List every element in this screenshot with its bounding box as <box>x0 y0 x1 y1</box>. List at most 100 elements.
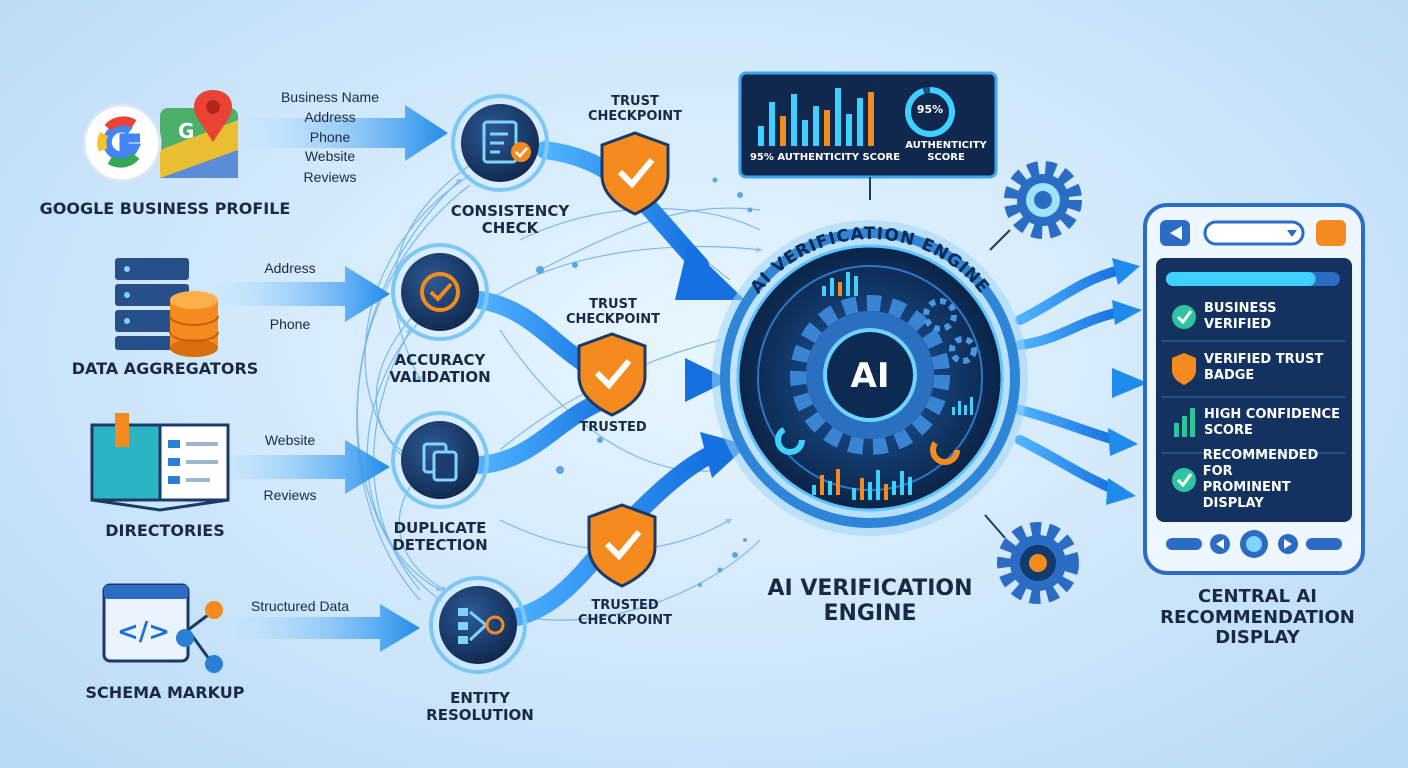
shield-check-icon <box>577 332 647 417</box>
gauge-label-line1: AUTHENTICITY <box>905 140 987 151</box>
field-website: Website <box>264 432 316 448</box>
gear-icon <box>997 522 1079 604</box>
display-item-line2: SCORE <box>1204 423 1253 438</box>
checkpoint-label: TRUST CHECKPOINT <box>570 94 700 125</box>
decor-bar <box>854 276 858 296</box>
field-reviews: Reviews <box>303 169 357 185</box>
field-website: Website <box>304 148 356 164</box>
step-label-consistency: CONSISTENCY CHECK <box>440 202 580 238</box>
display-item-line1: BUSINESS VERIFIED <box>1203 301 1277 332</box>
authenticity-score-caption: 95% AUTHENTICITY SCORE <box>749 152 901 163</box>
google-maps-icon: G <box>82 90 238 183</box>
step-node-accuracy <box>391 243 489 341</box>
display-title: CENTRAL AI RECOMMENDATION DISPLAY <box>1150 586 1365 649</box>
engine-title-line2: ENGINE <box>823 601 917 627</box>
decor-bar <box>813 106 819 146</box>
display-item-line2: BADGE <box>1204 368 1255 383</box>
server-database-icon <box>115 258 219 357</box>
decor-bar <box>868 482 872 500</box>
display-title-line3: DISPLAY <box>1215 627 1300 649</box>
decor-bar <box>802 120 808 146</box>
decor-bar <box>868 92 874 146</box>
decor-bar <box>908 477 912 495</box>
display-title-line1: CENTRAL AI <box>1197 586 1317 607</box>
decor-bar <box>857 98 863 146</box>
display-item-business-verified: BUSINESS VERIFIED <box>1170 296 1348 338</box>
step-label-line2: RESOLUTION <box>426 706 534 725</box>
decor-bar <box>791 94 797 146</box>
checkpoint-label-line1: TRUST <box>611 94 659 109</box>
field-phone: Phone <box>309 129 351 145</box>
ai-core-label: AI <box>850 356 890 396</box>
source-label-directories: DIRECTORIES <box>105 521 225 540</box>
shield-check-icon <box>600 131 670 216</box>
decor-bar <box>830 278 834 296</box>
decor-bar <box>824 110 830 146</box>
decor-bar <box>758 126 764 146</box>
source-label-schema: SCHEMA MARKUP <box>85 683 245 702</box>
decor-bar <box>852 488 856 500</box>
step-label-line1: DUPLICATE <box>393 519 487 537</box>
display-item-trust-badge: VERIFIED TRUST BADGE <box>1170 347 1348 389</box>
decor-bar <box>822 286 826 296</box>
decor-bar <box>892 481 896 495</box>
decor-bar <box>812 485 816 495</box>
step-label-line2: DETECTION <box>392 536 488 555</box>
decor-bar <box>838 282 842 296</box>
directory-book-icon <box>90 413 230 512</box>
display-item-confidence: HIGH CONFIDENCE SCORE <box>1170 402 1348 444</box>
step-node-duplicate <box>391 411 489 509</box>
step-label-line2: CHECK <box>481 219 539 238</box>
source-label-aggregators: DATA AGGREGATORS <box>71 359 259 378</box>
display-item-line1: RECOMMENDED FOR <box>1202 448 1319 479</box>
decor-bar <box>780 116 786 146</box>
display-item-line2: PROMINENT DISPLAY <box>1202 480 1291 511</box>
gauge-label: AUTHENTICITY SCORE <box>900 140 992 163</box>
checkpoint-label-line2: CHECKPOINT <box>587 108 683 124</box>
gauge-label-line2: SCORE <box>927 151 965 163</box>
decor-bar <box>846 114 852 146</box>
display-item-line1: HIGH CONFIDENCE <box>1204 407 1340 422</box>
field-structured-data: Structured Data <box>250 598 350 614</box>
step-node-consistency <box>451 94 549 192</box>
checkpoint-label-line1: TRUST <box>589 297 637 312</box>
code-schema-icon: </> <box>102 583 223 673</box>
checkpoint-label-line2: CHECKPOINT <box>577 612 673 628</box>
step-label-line1: ENTITY <box>450 689 510 707</box>
checkpoint-shields <box>577 131 670 588</box>
engine-title-line1: AI VERIFICATION <box>767 576 973 601</box>
checkpoint-label-line1: TRUSTED <box>591 598 659 613</box>
decor-bar <box>860 478 864 500</box>
checkpoint-label: TRUSTED <box>548 420 678 436</box>
display-item-recommended: RECOMMENDED FOR PROMINENT DISPLAY <box>1170 448 1348 511</box>
decor-bar <box>900 471 904 495</box>
checkpoint-label: TRUST CHECKPOINT <box>548 297 678 328</box>
decor-bar <box>970 397 973 415</box>
display-item-line1: VERIFIED TRUST <box>1204 352 1324 367</box>
network-dots <box>536 177 753 587</box>
decor-bar <box>964 405 967 415</box>
output-arrows <box>1015 265 1125 495</box>
checkpoint-label: TRUSTED CHECKPOINT <box>560 598 690 629</box>
decor-bar <box>876 470 880 500</box>
step-label-duplicate: DUPLICATE DETECTION <box>370 519 510 555</box>
decor-bar <box>828 481 832 495</box>
decor-bar <box>769 102 775 146</box>
checkpoint-label-line2: CHECKPOINT <box>565 311 661 327</box>
step-label-line1: CONSISTENCY <box>450 202 570 220</box>
field-address: Address <box>304 109 356 125</box>
checkpoint-label-line1: TRUSTED <box>579 420 647 435</box>
gauge-percent: 95% <box>916 103 944 116</box>
field-business-name: Business Name <box>280 89 380 105</box>
engine-title: AI VERIFICATION ENGINE <box>755 576 985 627</box>
decor-bar <box>820 475 824 495</box>
field-reviews: Reviews <box>263 487 317 503</box>
shield-check-icon <box>587 503 657 588</box>
decor-bar <box>836 469 840 495</box>
decor-bar <box>884 484 888 500</box>
field-phone: Phone <box>269 316 311 332</box>
decor-bar <box>952 407 955 415</box>
step-node-entity <box>429 576 527 674</box>
